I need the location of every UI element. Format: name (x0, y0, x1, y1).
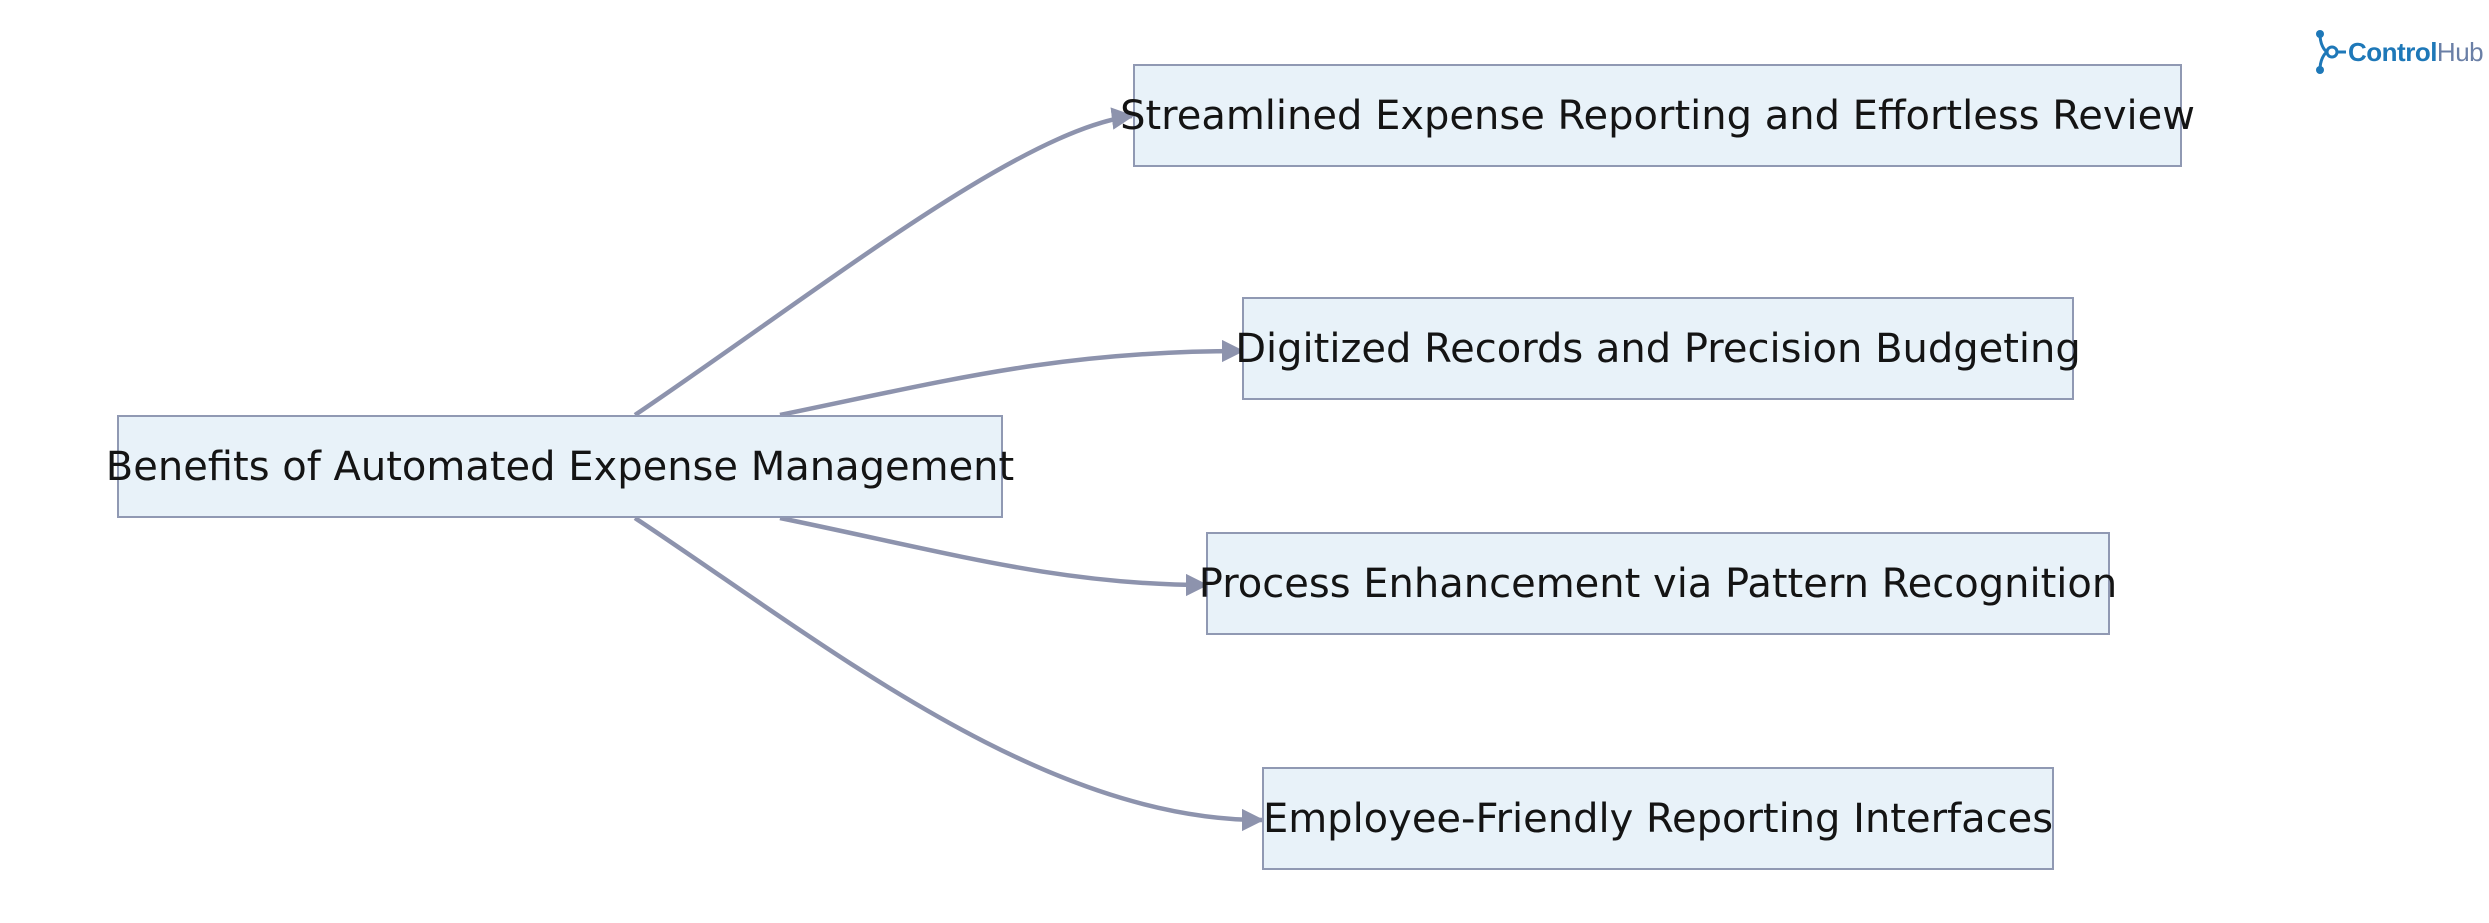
branch-node-4: Employee-Friendly Reporting Interfaces (1262, 767, 2054, 870)
branch-node-3: Process Enhancement via Pattern Recognit… (1199, 532, 2117, 635)
network-nodes-icon (2316, 30, 2346, 74)
edge-root-to-branch-4 (633, 516, 1265, 832)
branch-node-1-label: Streamlined Expense Reporting and Effort… (1120, 92, 2195, 139)
branch-node-2-label: Digitized Records and Precision Budgetin… (1235, 325, 2081, 372)
brand-name-part2: Hub (2436, 36, 2484, 67)
branch-node-4-label: Employee-Friendly Reporting Interfaces (1262, 795, 2054, 842)
branch-node-1: Streamlined Expense Reporting and Effort… (1120, 64, 2195, 167)
brand-logo: ControlHub (2312, 28, 2484, 76)
edge-root-to-branch-2 (779, 339, 1245, 418)
branch-node-3-label: Process Enhancement via Pattern Recognit… (1198, 560, 2118, 607)
edge-root-to-branch-1 (633, 107, 1135, 417)
root-node-label: Benefits of Automated Expense Management (105, 443, 1015, 490)
branch-node-2: Digitized Records and Precision Budgetin… (1235, 297, 2081, 400)
root-node: Benefits of Automated Expense Management (106, 415, 1014, 518)
brand-name: ControlHub (2348, 36, 2484, 68)
edge-root-to-branch-3 (779, 515, 1209, 597)
brand-name-part1: Control (2348, 36, 2437, 67)
